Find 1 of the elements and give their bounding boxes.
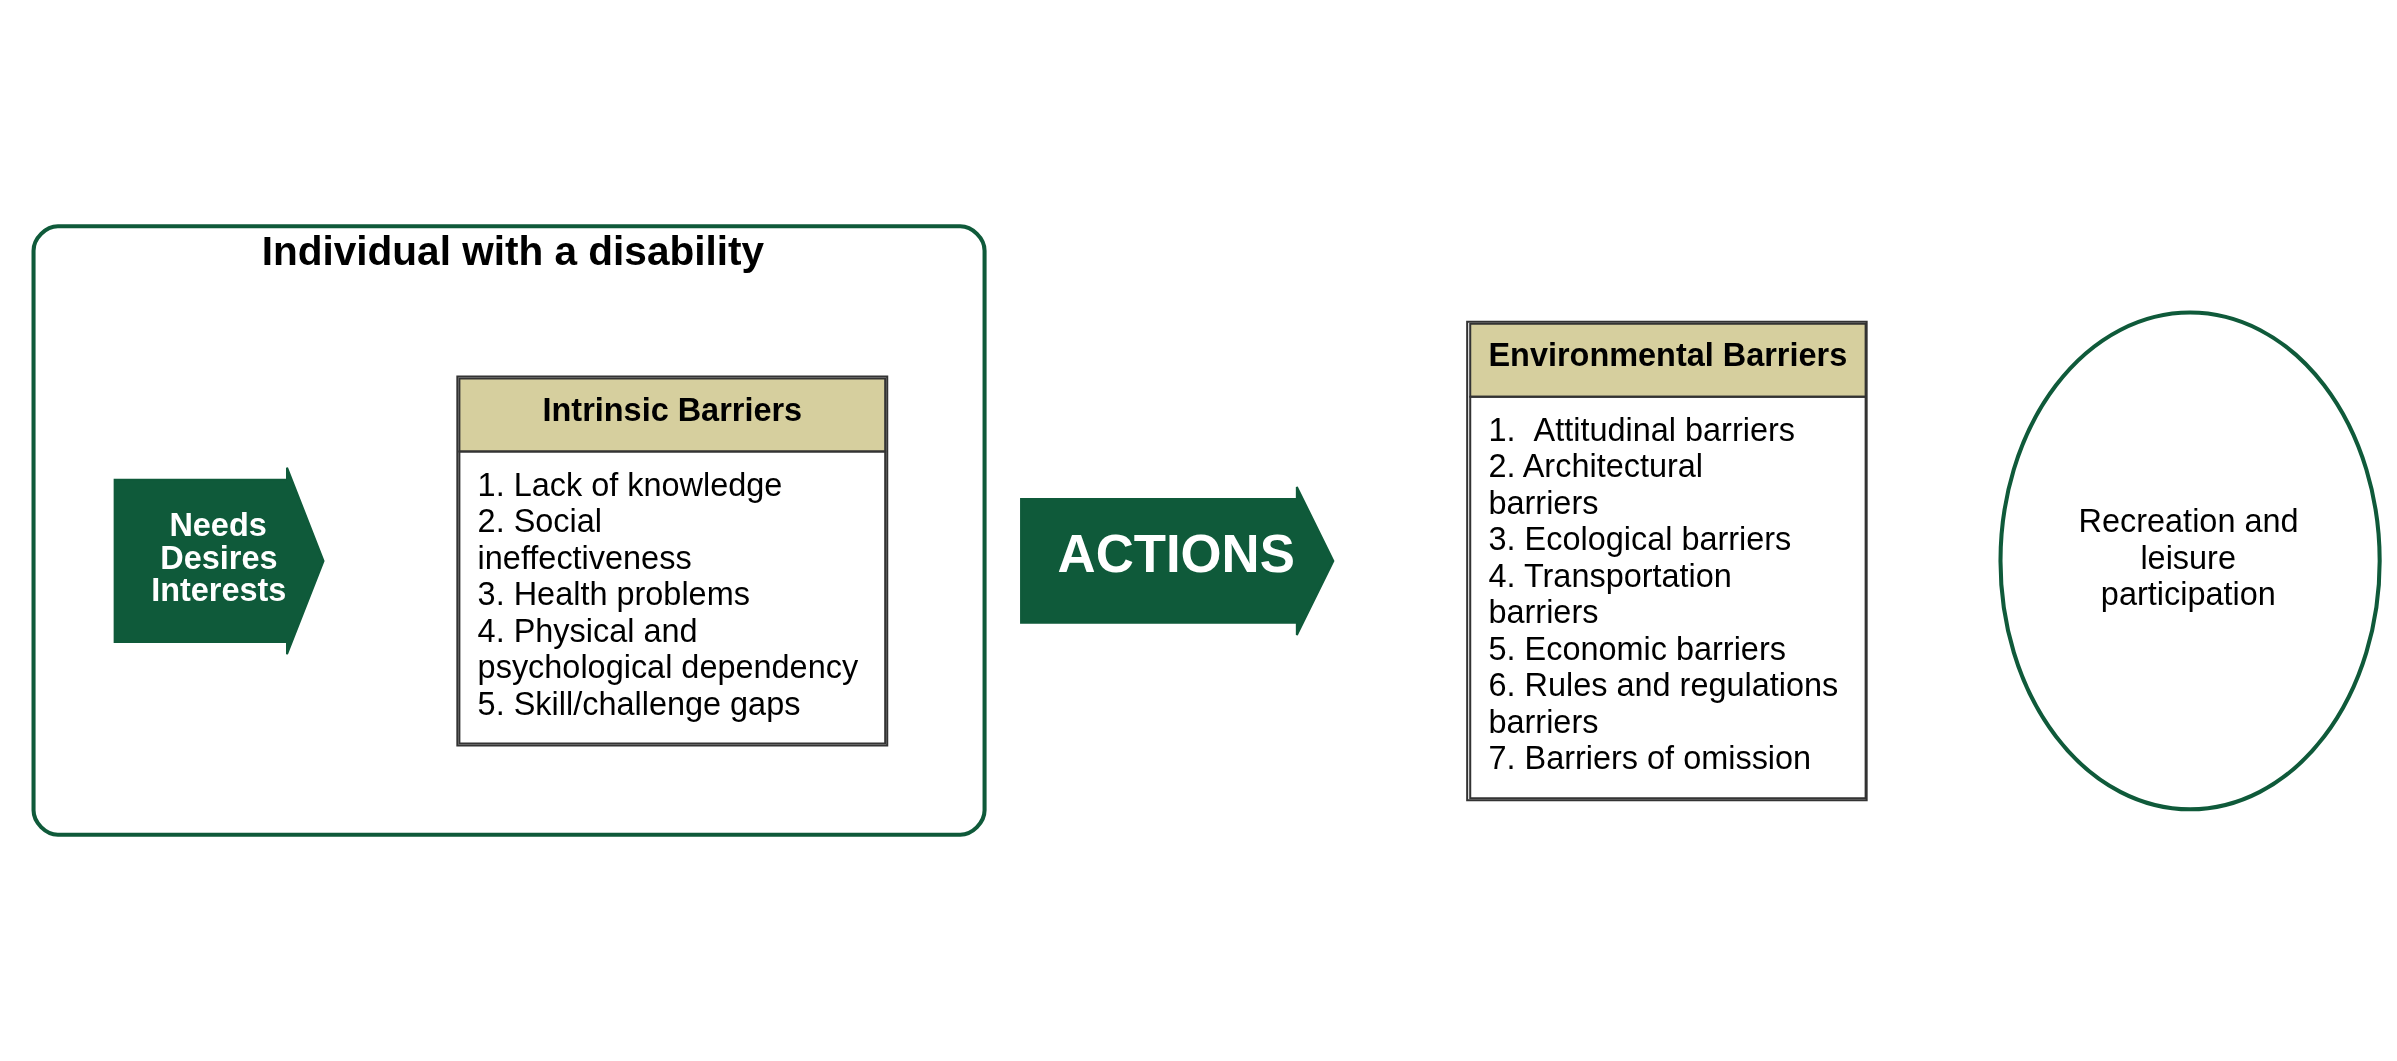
node-ellipse: Recreation and leisure participation [1998,310,2382,812]
